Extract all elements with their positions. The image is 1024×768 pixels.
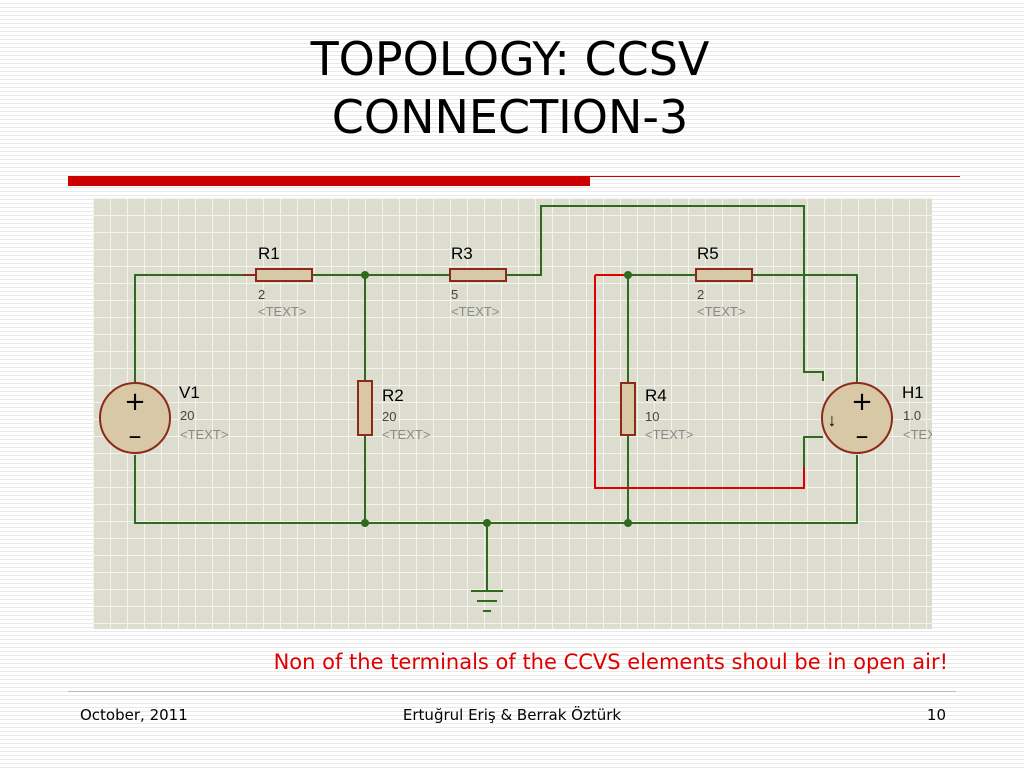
r1-text: <TEXT>: [258, 304, 306, 319]
footer-authors: Ertuğrul Eriş & Berrak Öztürk: [402, 706, 622, 724]
r3-value: 5: [451, 287, 458, 302]
slide-title: TOPOLOGY: CCSV CONNECTION-3: [160, 30, 860, 146]
r4-label: R4: [645, 386, 667, 405]
circuit-schematic: R1 2 <TEXT> R3 5 <TEXT> R5 2 <TEXT> R2 2…: [93, 198, 932, 629]
junction-dot: [624, 271, 632, 279]
r2-text: <TEXT>: [382, 427, 430, 442]
wire-v1-r1: [134, 274, 256, 402]
title-accent-line: [590, 176, 960, 177]
resistor-r1[interactable]: R1 2 <TEXT>: [243, 244, 313, 319]
h1-minus-sign: –: [856, 421, 869, 451]
highlight-wire-loop: [594, 275, 805, 489]
junction-dot: [361, 519, 369, 527]
resistor-r2[interactable]: R2 20 <TEXT>: [357, 380, 430, 442]
v1-label: V1: [179, 383, 200, 402]
h1-plus-sign: +: [851, 387, 873, 417]
voltage-source-v1[interactable]: + – V1 20 <TEXT>: [99, 382, 228, 454]
r3-label: R3: [451, 244, 473, 263]
title-line-2: CONNECTION-3: [331, 90, 689, 144]
wire-ground-bus: [134, 455, 858, 524]
r1-value: 2: [258, 287, 265, 302]
r4-text: <TEXT>: [645, 427, 693, 442]
r2-label: R2: [382, 386, 404, 405]
junctions: [361, 271, 632, 527]
junction-dot: [483, 519, 491, 527]
title-accent-bar: [68, 176, 590, 186]
v1-text: <TEXT>: [180, 427, 228, 442]
wire-r3-h1-top: [506, 205, 824, 381]
r2-value: 20: [382, 409, 396, 424]
resistor-r3[interactable]: R3 5 <TEXT>: [449, 244, 507, 319]
h1-current-arrow-icon: ↓: [828, 410, 837, 430]
r5-label: R5: [697, 244, 719, 263]
ccvs-h1[interactable]: + – ↓ H1 1.0 <TEXT>: [821, 382, 932, 454]
wire-h1-sense-bottom: [803, 436, 823, 467]
junction-dot: [361, 271, 369, 279]
resistor-r5[interactable]: R5 2 <TEXT>: [695, 244, 753, 319]
wire-r5-h1: [752, 274, 858, 382]
resistor-r4[interactable]: R4 10 <TEXT>: [620, 382, 693, 442]
r5-value: 2: [697, 287, 704, 302]
r1-label: R1: [258, 244, 280, 263]
v1-minus-sign: –: [129, 421, 142, 451]
warning-note: Non of the terminals of the CCVS element…: [273, 650, 948, 674]
footer-date: October, 2011: [80, 706, 188, 724]
junction-dot: [624, 519, 632, 527]
wires: [134, 205, 858, 591]
title-line-1: TOPOLOGY: CCSV: [310, 32, 710, 86]
h1-text: <TEXT>: [903, 427, 932, 442]
footer-page-number: 10: [926, 706, 946, 724]
footer-divider: [68, 691, 956, 692]
ground-symbol: [471, 590, 503, 612]
v1-value: 20: [180, 408, 194, 423]
h1-value: 1.0: [903, 408, 921, 423]
r4-value: 10: [645, 409, 659, 424]
r5-text: <TEXT>: [697, 304, 745, 319]
schematic-drawing: R1 2 <TEXT> R3 5 <TEXT> R5 2 <TEXT> R2 2…: [99, 205, 932, 612]
h1-label: H1: [902, 383, 924, 402]
r3-text: <TEXT>: [451, 304, 499, 319]
v1-plus-sign: +: [124, 387, 146, 417]
